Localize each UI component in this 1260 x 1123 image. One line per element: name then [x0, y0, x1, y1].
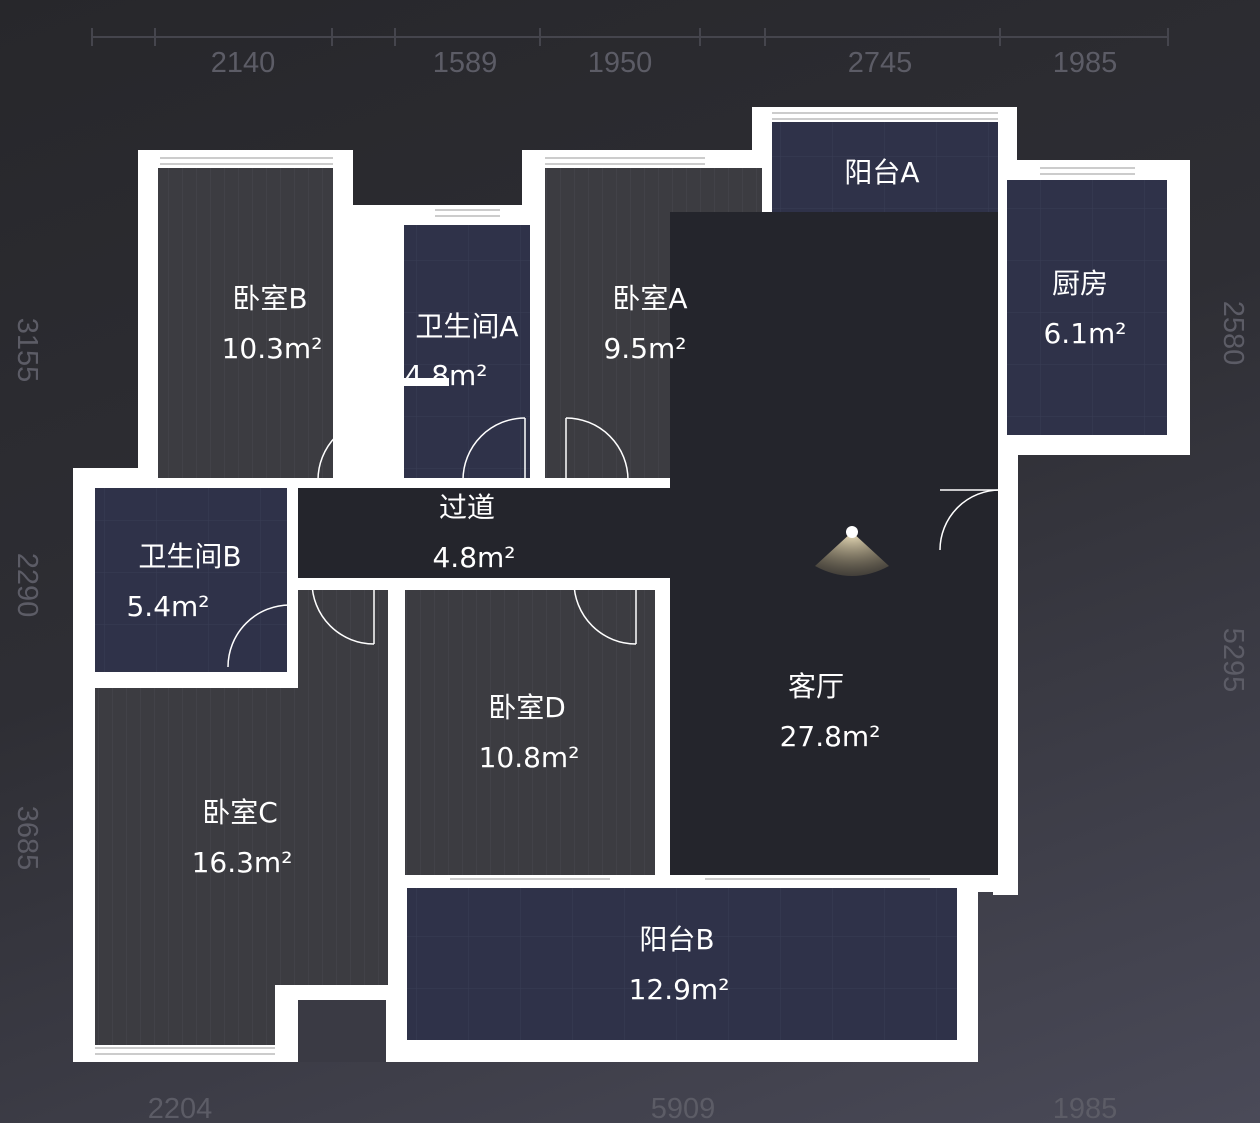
label-bathroom-a: 卫生间A: [415, 310, 518, 343]
doors: [227, 417, 1001, 668]
room-balcony-b[interactable]: [407, 888, 957, 1040]
label-bedroom-b: 卧室B: [232, 282, 307, 315]
door-bedroom-a[interactable]: [565, 417, 629, 481]
camera-viewpoint-icon[interactable]: [815, 526, 889, 576]
door-bedroom-b[interactable]: [317, 417, 381, 481]
dim-top-1: 2140: [211, 47, 276, 79]
label-bedroom-a: 卧室A: [612, 282, 687, 315]
dim-left-3: 3685: [11, 806, 43, 871]
dim-right-1: 2580: [1217, 301, 1249, 366]
dim-left-1: 3155: [11, 318, 43, 383]
door-bedroom-c[interactable]: [311, 581, 375, 645]
room-bedroom-b[interactable]: [158, 168, 333, 478]
door-bedroom-d[interactable]: [573, 581, 637, 645]
room-hallway[interactable]: [298, 488, 670, 578]
area-kitchen: 6.1m²: [1043, 317, 1126, 350]
label-hallway: 过道: [439, 491, 495, 524]
dim-top-2: 1589: [433, 47, 498, 79]
area-bedroom-a: 9.5m²: [603, 332, 686, 365]
door-bathroom-b[interactable]: [227, 604, 291, 668]
dim-bottom-1: 2204: [148, 1093, 213, 1123]
label-living-room: 客厅: [788, 670, 844, 703]
room-bedroom-d[interactable]: [405, 590, 655, 875]
dim-left-2: 2290: [11, 553, 43, 618]
room-bedroom-c-top: [298, 590, 388, 690]
room-bathroom-a[interactable]: [404, 225, 530, 478]
label-kitchen: 厨房: [1052, 267, 1108, 300]
dim-right-2: 5295: [1217, 628, 1249, 693]
room-balcony-a[interactable]: [772, 122, 998, 212]
area-living-room: 27.8m²: [780, 720, 881, 753]
label-balcony-a: 阳台A: [844, 156, 919, 189]
top-dimension-line: [91, 28, 1169, 46]
label-bedroom-d: 卧室D: [488, 691, 566, 724]
room-bathroom-b[interactable]: [95, 488, 287, 672]
door-entrance[interactable]: [939, 489, 1001, 551]
label-bedroom-c: 卧室C: [202, 796, 278, 829]
dim-bottom-2: 5909: [651, 1093, 716, 1123]
label-balcony-b: 阳台B: [639, 923, 714, 956]
partition-wall: [404, 378, 449, 386]
area-bathroom-a: 4.8m²: [404, 359, 487, 392]
area-bedroom-d: 10.8m²: [479, 741, 580, 774]
windows: [95, 112, 1135, 1055]
area-bedroom-c: 16.3m²: [192, 846, 293, 879]
dim-top-4: 2745: [848, 47, 913, 79]
area-bathroom-b: 5.4m²: [126, 590, 209, 623]
room-bedroom-c-bottom: [95, 985, 275, 1045]
label-bathroom-b: 卫生间B: [138, 540, 241, 573]
room-living-room[interactable]: [670, 212, 998, 875]
door-bathroom-a[interactable]: [462, 417, 526, 481]
dim-top-5: 1985: [1053, 47, 1118, 79]
room-kitchen[interactable]: [1007, 180, 1167, 435]
exterior-notch: [298, 1000, 386, 1062]
living-room-top: [772, 212, 998, 222]
area-bedroom-b: 10.3m²: [222, 332, 323, 365]
room-bedroom-c[interactable]: [95, 688, 388, 985]
area-balcony-b: 12.9m²: [629, 973, 730, 1006]
dim-top-3: 1950: [588, 47, 653, 79]
dim-bottom-3: 1985: [1053, 1093, 1118, 1123]
area-hallway: 4.8m²: [432, 541, 515, 574]
